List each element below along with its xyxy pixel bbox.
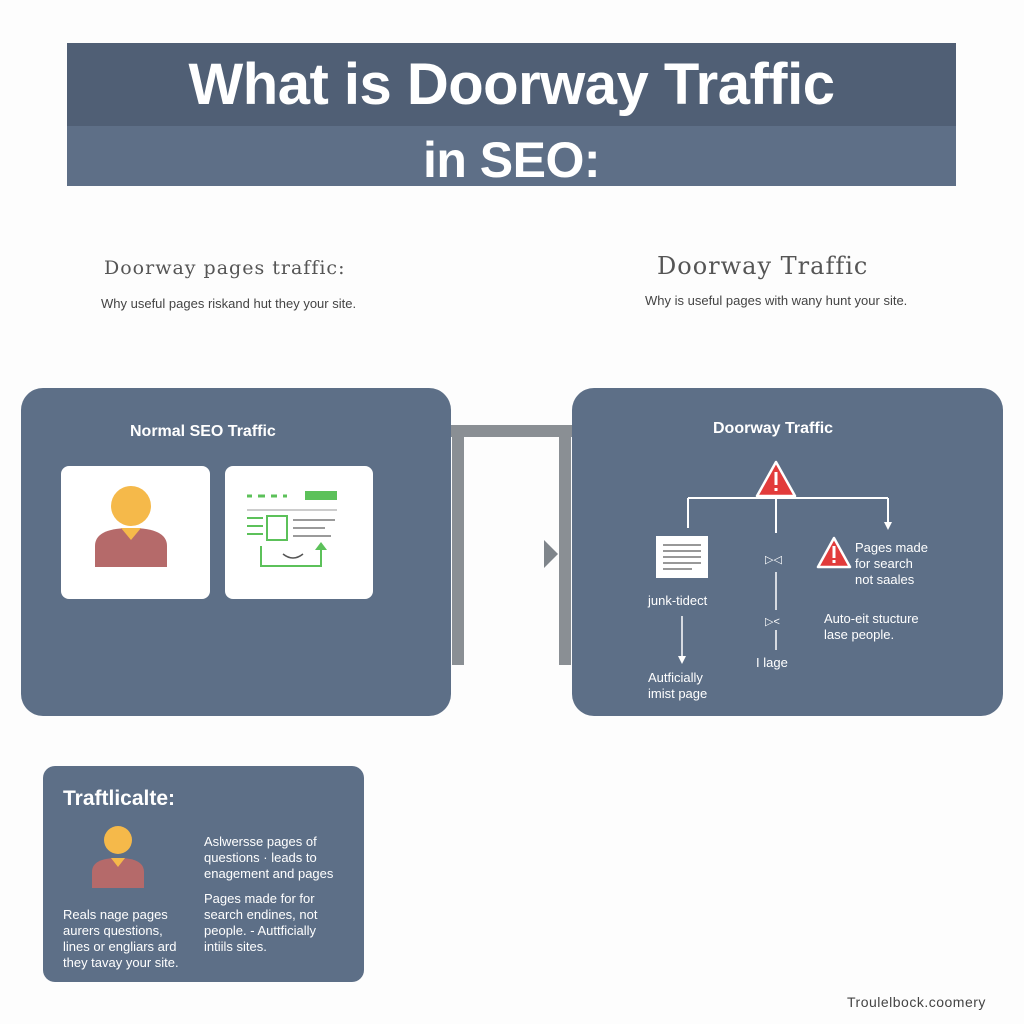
footer-source: Troulelbock.coomery <box>847 994 986 1010</box>
side-warning-icon <box>816 536 852 569</box>
summary-right-top-line: enagement and pages <box>204 866 334 881</box>
traffic-summary-panel: Traftlicalte: Reals nage pages aurers qu… <box>43 766 364 982</box>
right-subheading: Doorway Traffic <box>657 252 869 280</box>
title-banner-top <box>67 43 956 126</box>
user-avatar-icon <box>92 826 144 888</box>
pages-made-line-3: not saales <box>855 572 915 587</box>
summary-right-top-text: Aslwersse pages of questions · leads to … <box>204 834 333 882</box>
mid-symbol-1: ▷◁ <box>765 554 782 566</box>
arrow-down-icon <box>678 656 686 664</box>
junk-label: junk-tidect <box>648 593 708 608</box>
document-icon <box>656 536 708 578</box>
doorway-flow-diagram <box>656 460 892 664</box>
summary-right-top-line: Aslwersse pages of <box>204 834 317 849</box>
normal-seo-panel-title: Normal SEO Traffic <box>130 423 276 440</box>
summary-left-line: lines or engliars ard <box>63 939 177 954</box>
title-banner-bottom <box>67 126 956 186</box>
pages-made-line-1: Pages made <box>855 540 928 555</box>
webpage-card <box>225 466 373 599</box>
artificial-page-label-1: Autficially <box>648 670 703 685</box>
user-card <box>61 466 210 599</box>
pages-made-line-2: for search <box>855 556 913 571</box>
title-banner: What is Doorway Traffic in SEO: <box>67 43 956 188</box>
artificial-page-label-2: imist page <box>648 686 708 701</box>
auto-structure-line-1: Auto-eit stucture <box>824 611 919 626</box>
page-title-line-2: in SEO: <box>422 132 601 188</box>
summary-panel-title: Traftlicalte: <box>63 787 176 810</box>
left-subdescription: Why useful pages riskand hut they your s… <box>101 296 357 311</box>
doorway-panel-title: Doorway Traffic <box>713 420 834 437</box>
summary-left-line: aurers questions, <box>63 923 163 938</box>
summary-left-line: Reals nage pages <box>63 907 168 922</box>
summary-right-bottom-line: search endines, not <box>204 907 318 922</box>
connector-right-post <box>559 425 571 665</box>
summary-right-bottom-line: Pages made for for <box>204 891 315 906</box>
arrow-right-icon <box>544 540 558 568</box>
page-title-line-1: What is Doorway Traffic <box>188 52 835 117</box>
right-subdescription: Why is useful pages with wany hunt your … <box>645 293 908 308</box>
summary-right-bottom-line: intiils sites. <box>204 939 267 954</box>
summary-left-line: they tavay your site. <box>63 955 179 970</box>
auto-structure-line-2: lase people. <box>824 627 895 642</box>
mid-symbol-2: ▷< <box>765 616 780 628</box>
arrow-down-icon <box>884 522 892 530</box>
webpage-layout-icon <box>247 491 337 567</box>
mid-label: I lage <box>756 655 788 670</box>
connector-left-post <box>452 425 464 665</box>
summary-right-bottom-line: people. - Auttficially <box>204 923 317 938</box>
top-warning-icon <box>755 460 797 498</box>
normal-seo-panel: Normal SEO Traffic <box>21 388 451 716</box>
summary-right-bottom-text: Pages made for for search endines, not p… <box>204 891 317 955</box>
user-avatar-icon <box>95 486 167 567</box>
summary-right-top-line: questions · leads to <box>204 850 317 865</box>
summary-left-text: Reals nage pages aurers questions, lines… <box>63 907 179 971</box>
doorway-traffic-panel: Doorway Traffic junk-tidect Aut <box>572 388 1003 716</box>
left-subheading: Doorway pages traffic: <box>104 257 346 279</box>
connector-top-bar <box>450 425 574 437</box>
